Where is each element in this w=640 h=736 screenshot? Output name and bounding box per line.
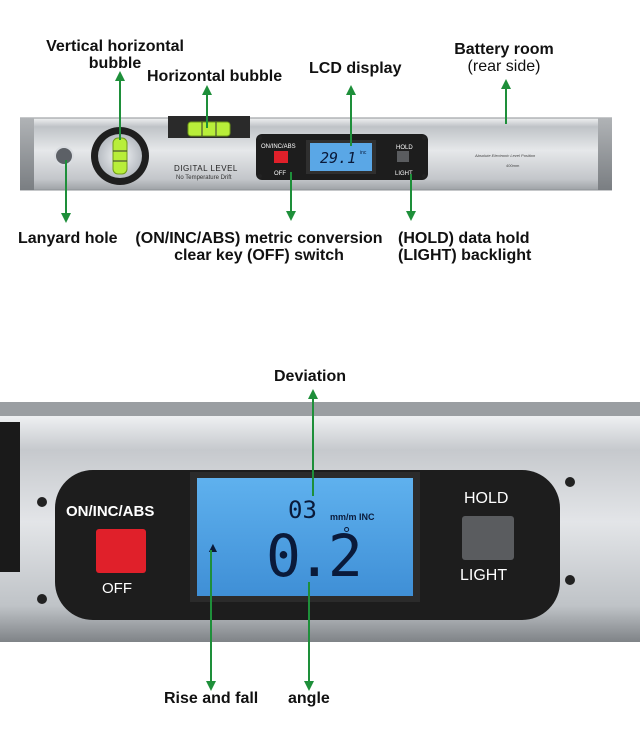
top-rear-text-line1: Absolute Electronic Level Position bbox=[475, 153, 536, 158]
label-deviation: Deviation bbox=[274, 368, 347, 385]
top-lcd-unit: inc bbox=[360, 150, 367, 156]
top-level-body bbox=[20, 116, 612, 191]
label-horizontal-bubble: Horizontal bubble bbox=[147, 68, 283, 85]
label-lanyard-hole: Lanyard hole bbox=[18, 230, 118, 247]
top-brand-line1: DIGITAL LEVEL bbox=[174, 164, 238, 173]
top-off-label: OFF bbox=[274, 171, 286, 177]
label-battery-room-line2: (rear side) bbox=[467, 58, 541, 75]
bottom-on-inc-abs-label: ON/INC/ABS bbox=[66, 503, 155, 520]
top-on-inc-abs-label: ON/INC/ABS bbox=[261, 144, 296, 150]
label-metric-conversion-line2: clear key (OFF) switch bbox=[174, 247, 344, 264]
screw-icon bbox=[565, 575, 575, 585]
label-metric-conversion: (ON/INC/ABS) metric conversion clear key… bbox=[128, 230, 390, 264]
bottom-level-body bbox=[0, 402, 640, 642]
bottom-hold-label: HOLD bbox=[464, 490, 509, 507]
bottom-lcd-small-value: 03 bbox=[288, 496, 317, 524]
top-on-button[interactable] bbox=[274, 151, 288, 163]
top-brand-line2: No Temperature Drift bbox=[176, 175, 232, 181]
label-hold-light: (HOLD) data hold (LIGHT) backlight bbox=[398, 230, 531, 264]
top-hold-button[interactable] bbox=[397, 151, 409, 162]
bottom-lcd-big-value: 0.2 bbox=[266, 522, 363, 590]
top-lcd-value: 29.1 bbox=[320, 149, 357, 167]
screw-icon bbox=[565, 477, 575, 487]
label-vertical-bubble-line1: Vertical horizontal bbox=[46, 38, 184, 55]
label-vertical-bubble-line2: bubble bbox=[88, 55, 142, 72]
bottom-lcd-small-unit: mm/m INC bbox=[330, 512, 375, 522]
lanyard-hole bbox=[54, 146, 74, 166]
bottom-level-closeup: ON/INC/ABS OFF HOLD LIGHT 03 mm/m INC ▲ … bbox=[0, 402, 640, 642]
label-vertical-bubble: Vertical horizontal bubble bbox=[40, 38, 190, 72]
bottom-lcd-arrow: ▲ bbox=[206, 539, 220, 555]
label-lcd-display: LCD display bbox=[309, 60, 402, 77]
bottom-light-label: LIGHT bbox=[460, 567, 508, 584]
label-metric-conversion-line1: (ON/INC/ABS) metric conversion bbox=[135, 230, 383, 247]
bottom-on-button[interactable] bbox=[96, 529, 146, 573]
top-rear-text-line2: 400mm bbox=[506, 163, 520, 168]
top-hold-label: HOLD bbox=[396, 145, 413, 151]
label-hold-line: (HOLD) data hold bbox=[398, 230, 530, 247]
label-rise-and-fall: Rise and fall bbox=[164, 690, 259, 707]
screw-icon bbox=[37, 497, 47, 507]
top-light-label: LIGHT bbox=[395, 171, 413, 177]
label-light-line: (LIGHT) backlight bbox=[398, 247, 532, 264]
label-battery-room: Battery room (rear side) bbox=[444, 41, 564, 75]
top-level-device: DIGITAL LEVEL No Temperature Drift ON/IN… bbox=[20, 116, 612, 192]
screw-icon bbox=[37, 594, 47, 604]
bottom-off-label: OFF bbox=[102, 580, 132, 597]
bottom-hold-button[interactable] bbox=[462, 516, 514, 560]
label-battery-room-line1: Battery room bbox=[454, 41, 554, 58]
bottom-lcd-degree: ° bbox=[343, 524, 351, 544]
label-angle: angle bbox=[288, 690, 330, 707]
